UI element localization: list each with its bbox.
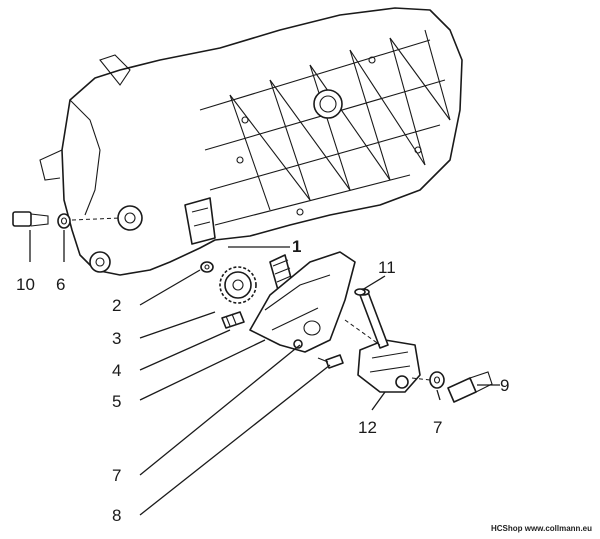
leader-lines xyxy=(29,230,500,516)
screw-9 xyxy=(447,371,493,403)
crankcase-housing xyxy=(39,7,463,276)
washer-7-right xyxy=(429,371,445,389)
washer-2 xyxy=(200,261,214,273)
bolt-10 xyxy=(12,211,49,227)
callout-labels: 1 2 3 4 5 6 7 7 8 9 10 11 12 xyxy=(16,237,509,525)
washer-6 xyxy=(57,213,71,229)
callout-2: 2 xyxy=(112,296,121,315)
callout-4: 4 xyxy=(112,361,121,380)
callout-1: 1 xyxy=(292,237,301,256)
drive-gear-3 xyxy=(219,266,257,304)
pump-axis xyxy=(344,319,431,381)
callout-7-left: 7 xyxy=(112,466,121,485)
callout-10: 10 xyxy=(16,275,35,294)
callout-12: 12 xyxy=(358,418,377,437)
callout-6: 6 xyxy=(56,275,65,294)
callout-7-right: 7 xyxy=(433,418,442,437)
callout-9: 9 xyxy=(500,376,509,395)
pump-cover-5 xyxy=(249,251,356,353)
callout-5: 5 xyxy=(112,392,121,411)
oil-pump-12 xyxy=(356,288,421,393)
callout-11: 11 xyxy=(378,258,396,277)
drive-chain-4 xyxy=(221,254,293,329)
callout-8: 8 xyxy=(112,506,121,525)
callout-3: 3 xyxy=(112,329,121,348)
o-ring-11 xyxy=(354,288,366,296)
bolt-8 xyxy=(317,354,344,369)
watermark-text: HCShop www.collmann.eu xyxy=(490,524,592,533)
bolt-10-axis xyxy=(71,217,121,221)
